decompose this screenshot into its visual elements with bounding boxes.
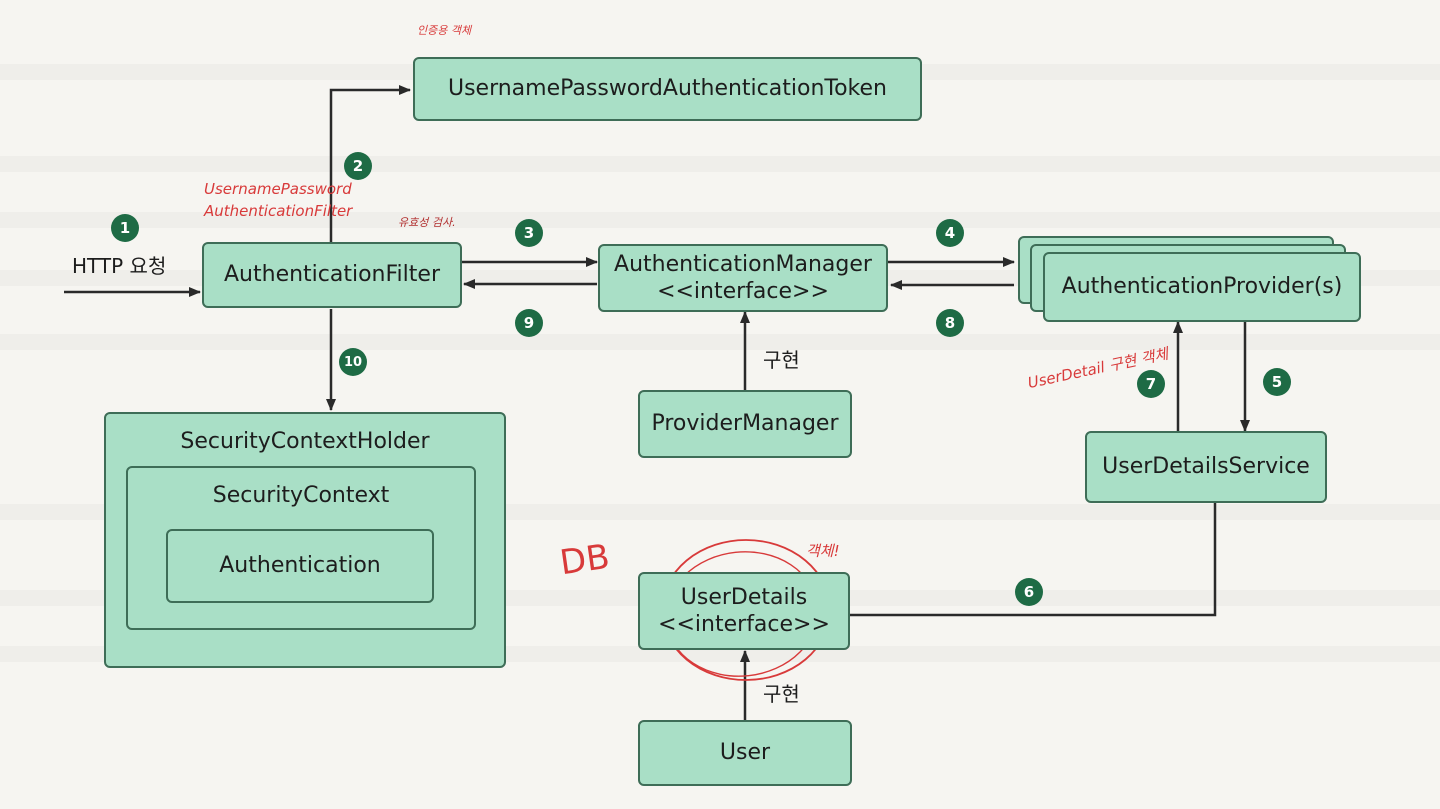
token-note: 인증용 객체 <box>417 24 472 37</box>
user-details-service-label: UserDetailsService <box>1102 454 1310 480</box>
http-request-label: HTTP 요청 <box>72 254 167 278</box>
authentication-provider-box: AuthenticationProvider(s) <box>1043 252 1361 322</box>
security-context-holder-label: SecurityContextHolder <box>180 429 430 454</box>
step-7-badge: 7 <box>1137 370 1165 398</box>
filter-note-line2: AuthenticationFilter <box>204 202 353 220</box>
object-note: 객체! <box>806 542 840 560</box>
authentication-label: Authentication <box>219 553 381 579</box>
user-label: User <box>719 740 771 766</box>
authentication-filter-box: AuthenticationFilter <box>202 242 462 308</box>
implements-label-user: 구현 <box>763 682 800 706</box>
manager-label: AuthenticationManager <box>614 251 872 277</box>
step-9-badge: 9 <box>515 309 543 337</box>
step-6-badge: 6 <box>1015 578 1043 606</box>
manager-stereotype: <<interface>> <box>657 279 829 304</box>
user-details-service-box: UserDetailsService <box>1085 431 1327 503</box>
token-label: UsernamePasswordAuthenticationToken <box>447 76 887 102</box>
implements-label-provider-manager: 구현 <box>763 348 800 372</box>
validity-note: 유효성 검사. <box>398 216 456 229</box>
provider-label: AuthenticationProvider(s) <box>1061 274 1343 300</box>
db-note: DB <box>557 536 613 584</box>
step-3-badge: 3 <box>515 219 543 247</box>
filter-label: AuthenticationFilter <box>224 262 440 288</box>
step-5-badge: 5 <box>1263 368 1291 396</box>
authentication-box: Authentication <box>166 529 434 603</box>
provider-manager-box: ProviderManager <box>638 390 852 458</box>
step-10-badge: 10 <box>339 348 367 376</box>
username-password-authentication-token-box: UsernamePasswordAuthenticationToken <box>413 57 922 121</box>
security-context-label: SecurityContext <box>212 483 390 508</box>
step-8-badge: 8 <box>936 309 964 337</box>
user-details-stereotype: <<interface>> <box>658 612 830 637</box>
authentication-manager-box: AuthenticationManager <<interface>> <box>598 244 888 312</box>
provider-manager-label: ProviderManager <box>651 411 839 437</box>
user-details-box: UserDetails <<interface>> <box>638 572 850 650</box>
user-box: User <box>638 720 852 786</box>
step-4-badge: 4 <box>936 219 964 247</box>
step-1-badge: 1 <box>111 214 139 242</box>
step-2-badge: 2 <box>344 152 372 180</box>
user-details-label: UserDetails <box>680 584 808 610</box>
filter-note-line1: UsernamePassword <box>204 180 352 198</box>
